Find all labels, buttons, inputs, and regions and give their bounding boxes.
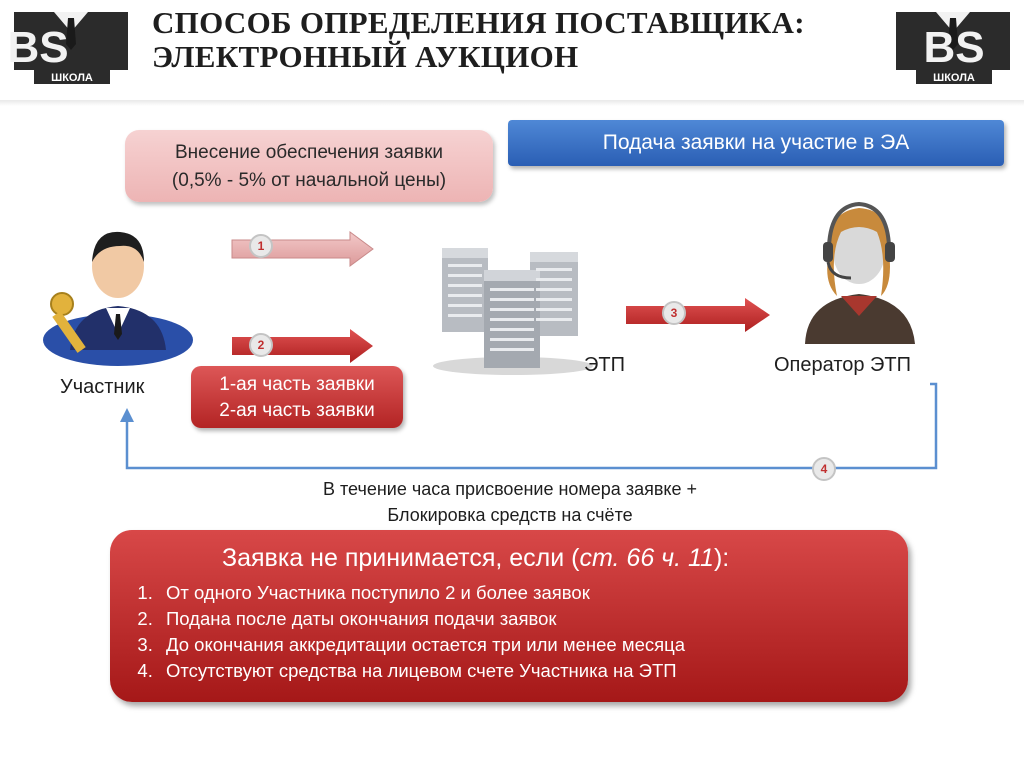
- rejection-item: До окончания аккредитации остается три и…: [158, 632, 685, 658]
- rejection-item: Подана после даты окончания подачи заяво…: [158, 606, 685, 632]
- bs-school-logo-left: BS ШКОЛА: [6, 4, 136, 84]
- step-badge-2: 2: [249, 333, 273, 357]
- stage-banner: Подача заявки на участие в ЭА: [508, 120, 1004, 166]
- arrow-step-3: [626, 298, 770, 332]
- rejection-heading-prefix: Заявка не принимается, если (: [222, 544, 580, 572]
- logo-letter-b: BS: [7, 23, 68, 72]
- operator-label: Оператор ЭТП: [774, 354, 912, 376]
- return-caption-line2: Блокировка средств на счёте: [387, 505, 633, 525]
- bs-school-logo-right: BS ШКОЛА: [888, 4, 1018, 84]
- etp-label: ЭТП: [584, 354, 625, 376]
- application-part-2: 2-ая часть заявки: [219, 400, 375, 421]
- return-caption-line1: В течение часа присвоение номера заявке …: [323, 479, 697, 499]
- rejection-heading-ref: ст. 66 ч. 11: [579, 544, 714, 572]
- logo-caption: ШКОЛА: [51, 72, 93, 84]
- rejection-item: От одного Участника поступило 2 и более …: [158, 580, 685, 606]
- deposit-box: Внесение обеспечения заявки (0,5% - 5% о…: [125, 130, 493, 202]
- return-flow-arrowhead: [120, 408, 134, 422]
- logo-letters-right: BS: [923, 23, 984, 72]
- logo-caption-right: ШКОЛА: [933, 72, 975, 84]
- rejection-heading: Заявка не принимается, если (ст. 66 ч. 1…: [222, 544, 729, 573]
- participant-figure-icon: [43, 231, 193, 366]
- etp-servers-icon: [433, 248, 593, 375]
- step-badge-1: 1: [249, 234, 273, 258]
- application-parts-box: 1-ая часть заявки 2-ая часть заявки: [191, 366, 403, 428]
- deposit-line1: Внесение обеспечения заявки: [174, 142, 443, 163]
- return-caption: В течение часа присвоение номера заявке …: [250, 476, 770, 528]
- participant-label: Участник: [60, 376, 145, 398]
- rejection-heading-suffix: ):: [713, 544, 730, 572]
- page-title: СПОСОБ ОПРЕДЕЛЕНИЯ ПОСТАВЩИКА: ЭЛЕКТРОНН…: [152, 6, 805, 74]
- rejection-conditions-box: Заявка не принимается, если (ст. 66 ч. 1…: [110, 530, 908, 702]
- page-title-line1: СПОСОБ ОПРЕДЕЛЕНИЯ ПОСТАВЩИКА:: [152, 5, 805, 40]
- return-flow-line: [125, 382, 938, 470]
- deposit-line2: (0,5% - 5% от начальной цены): [171, 170, 447, 191]
- rejection-item: Отсутствуют средства на лицевом счете Уч…: [158, 658, 685, 684]
- step-badge-3: 3: [662, 301, 686, 325]
- operator-headset-icon: [805, 201, 915, 344]
- application-part-1: 1-ая часть заявки: [219, 374, 375, 395]
- header-divider: [0, 100, 1024, 106]
- step-badge-4: 4: [812, 457, 836, 481]
- rejection-list: От одного Участника поступило 2 и более …: [128, 580, 685, 684]
- page-title-line2: ЭЛЕКТРОННЫЙ АУКЦИОН: [152, 39, 579, 74]
